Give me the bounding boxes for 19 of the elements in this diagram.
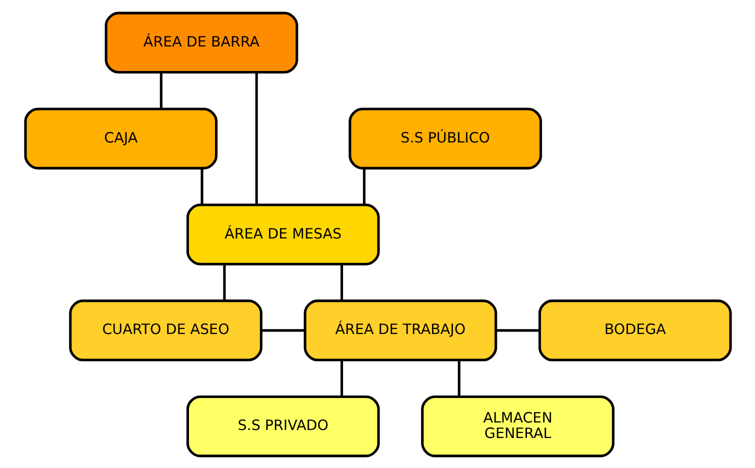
node-box: ÁREA DE TRABAJO bbox=[303, 299, 497, 361]
node-box: ÁREA DE MESAS bbox=[186, 203, 380, 265]
node-box: ALMACEN GENERAL bbox=[420, 394, 614, 457]
connector bbox=[254, 72, 258, 204]
connector bbox=[159, 72, 162, 108]
node-box: CAJA bbox=[24, 107, 218, 169]
connector bbox=[362, 168, 365, 204]
connector bbox=[457, 360, 460, 396]
connector bbox=[340, 264, 343, 300]
node-box: S.S PRIVADO bbox=[186, 394, 380, 457]
connector bbox=[340, 360, 343, 396]
node-box: BODEGA bbox=[538, 299, 732, 361]
connector bbox=[200, 168, 203, 204]
node-box: CUARTO DE ASEO bbox=[68, 299, 262, 361]
connector bbox=[495, 328, 539, 332]
node-box: S.S PÚBLICO bbox=[348, 107, 542, 169]
connector bbox=[260, 328, 304, 332]
connector bbox=[222, 264, 226, 300]
node-box: ÁREA DE BARRA bbox=[104, 11, 298, 74]
